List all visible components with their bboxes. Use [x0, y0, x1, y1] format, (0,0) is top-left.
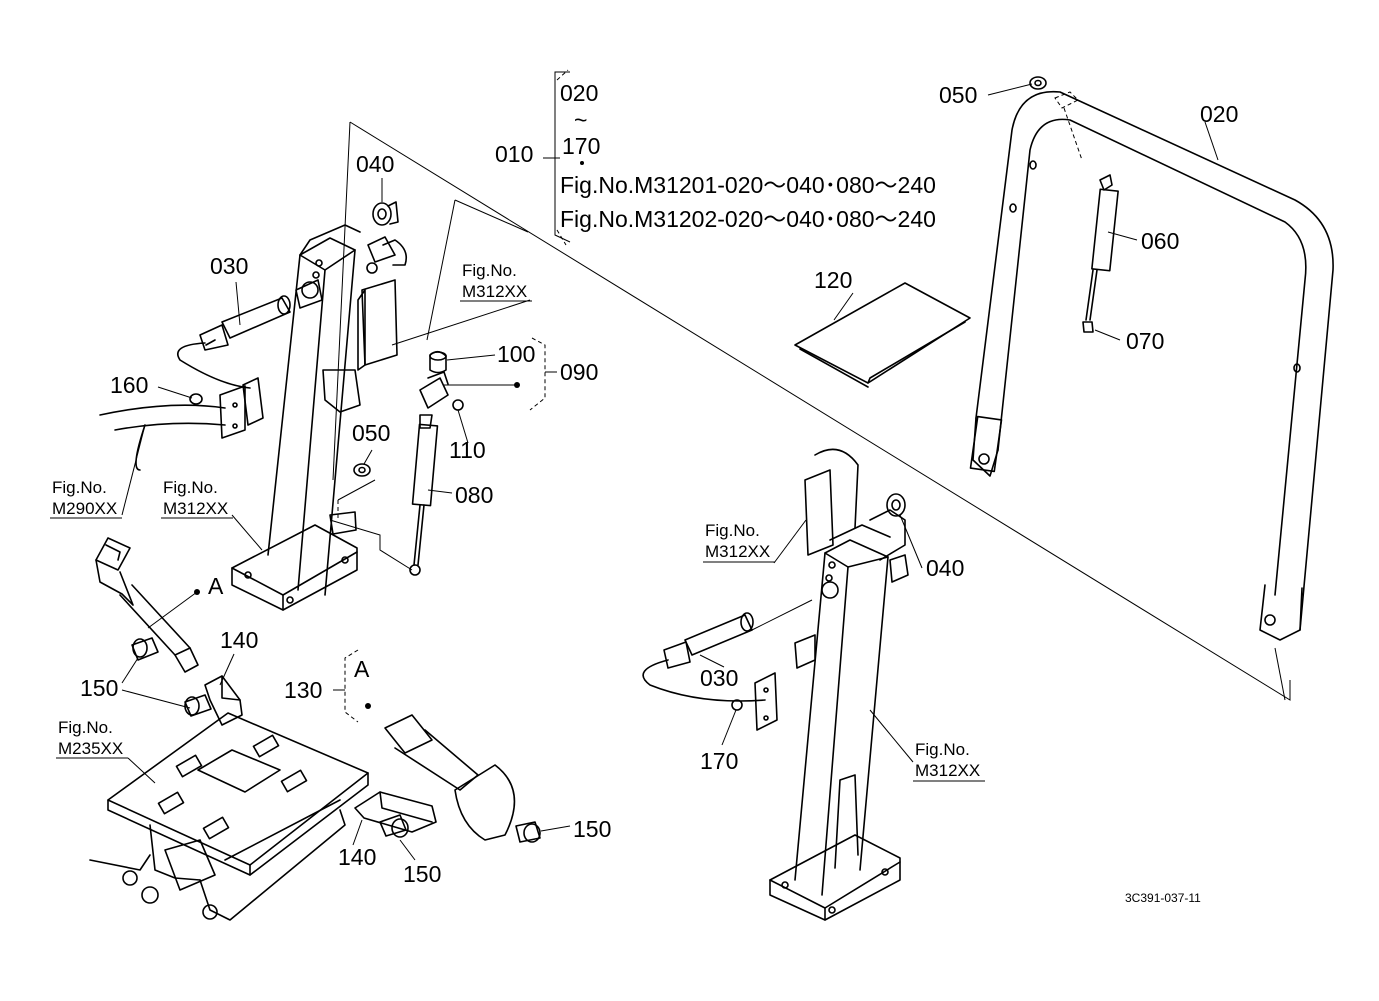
- label-050-top: 050: [939, 82, 977, 108]
- seatbelt-tongue: [365, 703, 516, 841]
- bracket-100: [419, 350, 464, 411]
- manual-sheet-120: [794, 282, 971, 388]
- svg-text:Fig.No.: Fig.No.: [52, 478, 107, 497]
- hose-160: [99, 393, 226, 471]
- svg-text:Fig.No.: Fig.No.: [58, 718, 113, 737]
- label-020: 020: [1200, 101, 1238, 127]
- svg-text:M235XX: M235XX: [58, 739, 123, 758]
- label-a-lower: A: [354, 656, 370, 682]
- gas-spring-080: [409, 414, 439, 576]
- nut-050-top: [1029, 76, 1047, 90]
- label-080: 080: [455, 482, 493, 508]
- assembly-bracket: [543, 69, 571, 246]
- svg-text:Fig.No.: Fig.No.: [705, 521, 760, 540]
- assembly-number: 010: [495, 141, 533, 167]
- bolts-150-left: [131, 637, 212, 717]
- fig-note-m312-left-top: Fig.No. M312XX: [460, 261, 532, 302]
- bracket-140-top: [204, 675, 243, 726]
- label-140-top: 140: [220, 627, 258, 653]
- label-150-right: 150: [573, 816, 611, 842]
- fig-note-m312-left-low: Fig.No. M312XX: [161, 478, 233, 519]
- label-030-left: 030: [210, 253, 248, 279]
- label-170: 170: [700, 748, 738, 774]
- label-030-right: 030: [700, 665, 738, 691]
- collar-040-right: [886, 493, 906, 517]
- latch-left: [322, 236, 408, 413]
- bolts-150-right: [379, 814, 541, 843]
- assembly-range-tilde: ~: [574, 107, 587, 133]
- right-stand: [769, 448, 909, 921]
- svg-text:M312XX: M312XX: [915, 761, 980, 780]
- svg-text:M312XX: M312XX: [705, 542, 770, 561]
- collar-040-left: [372, 201, 399, 226]
- fig-note-m312-right-top: Fig.No. M312XX: [703, 521, 775, 563]
- drawing-code: 3C391-037-11: [1125, 891, 1201, 905]
- seat-base: [89, 712, 369, 921]
- svg-text:M312XX: M312XX: [163, 499, 228, 518]
- svg-text:Fig.No.: Fig.No.: [915, 740, 970, 759]
- svg-text:M312XX: M312XX: [462, 282, 527, 301]
- bracket-lines-left: [329, 199, 529, 571]
- label-040-right: 040: [926, 555, 964, 581]
- label-070: 070: [1126, 328, 1164, 354]
- label-090: 090: [560, 359, 598, 385]
- label-150-left: 150: [80, 675, 118, 701]
- assembly-fig-ref-1: Fig.No.M31201-020～040･080～240: [560, 172, 936, 198]
- label-060: 060: [1141, 228, 1179, 254]
- label-150-bottom: 150: [403, 861, 441, 887]
- nut-050-mid: [353, 463, 371, 477]
- bracket-090: [529, 337, 557, 411]
- fig-note-m235: Fig.No. M235XX: [56, 718, 128, 759]
- label-040-left: 040: [356, 151, 394, 177]
- svg-text:Fig.No.: Fig.No.: [163, 478, 218, 497]
- assembly-range-start: 020: [560, 80, 598, 106]
- assembly-range-end: 170: [562, 133, 600, 159]
- svg-text:M290XX: M290XX: [52, 499, 117, 518]
- label-130: 130: [284, 677, 322, 703]
- label-120: 120: [814, 267, 852, 293]
- label-100: 100: [497, 341, 535, 367]
- label-050-mid: 050: [352, 420, 390, 446]
- svg-text:Fig.No.: Fig.No.: [462, 261, 517, 280]
- bracket-130: [333, 649, 359, 723]
- left-stand: [231, 224, 361, 611]
- leader-lines: [121, 83, 1219, 861]
- label-a-upper: A: [208, 573, 224, 599]
- pin-030-right: [642, 599, 813, 731]
- bracket-140-bottom: [354, 791, 437, 833]
- label-140-bottom: 140: [338, 844, 376, 870]
- frame-outline: [332, 121, 1291, 701]
- seatbelt-buckle: [95, 537, 200, 673]
- assembly-fig-ref-2: Fig.No.M31202-020～040･080～240: [560, 206, 936, 232]
- gas-damper-060: [1082, 174, 1119, 333]
- fig-note-m312-right-low: Fig.No. M312XX: [913, 740, 985, 782]
- fig-note-m290: Fig.No. M290XX: [50, 478, 122, 519]
- label-160: 160: [110, 372, 148, 398]
- label-110: 110: [449, 437, 486, 463]
- rollbar-hoop: [969, 90, 1334, 641]
- pin-030-left: [177, 295, 291, 439]
